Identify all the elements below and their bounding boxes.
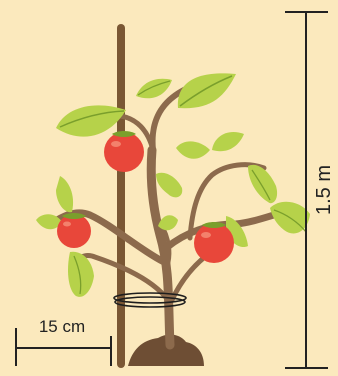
leaf-icon xyxy=(68,252,94,297)
leaf-icon xyxy=(136,79,172,98)
leaf-icon xyxy=(270,202,310,234)
tomato-icon xyxy=(104,131,144,172)
leaf-icon xyxy=(56,176,73,212)
leaf-icon xyxy=(212,132,244,151)
leaf-icon xyxy=(178,73,236,108)
stake-icon xyxy=(117,24,125,368)
leaf-icon xyxy=(56,105,126,136)
height-label: 1.5 m xyxy=(313,165,335,215)
leaf-icon xyxy=(248,165,277,203)
leaf-icon xyxy=(158,215,178,230)
leaf-icon xyxy=(156,173,182,198)
spacing-label: 15 cm xyxy=(39,317,85,336)
leaf-icon xyxy=(176,141,210,158)
leaves xyxy=(36,73,310,297)
